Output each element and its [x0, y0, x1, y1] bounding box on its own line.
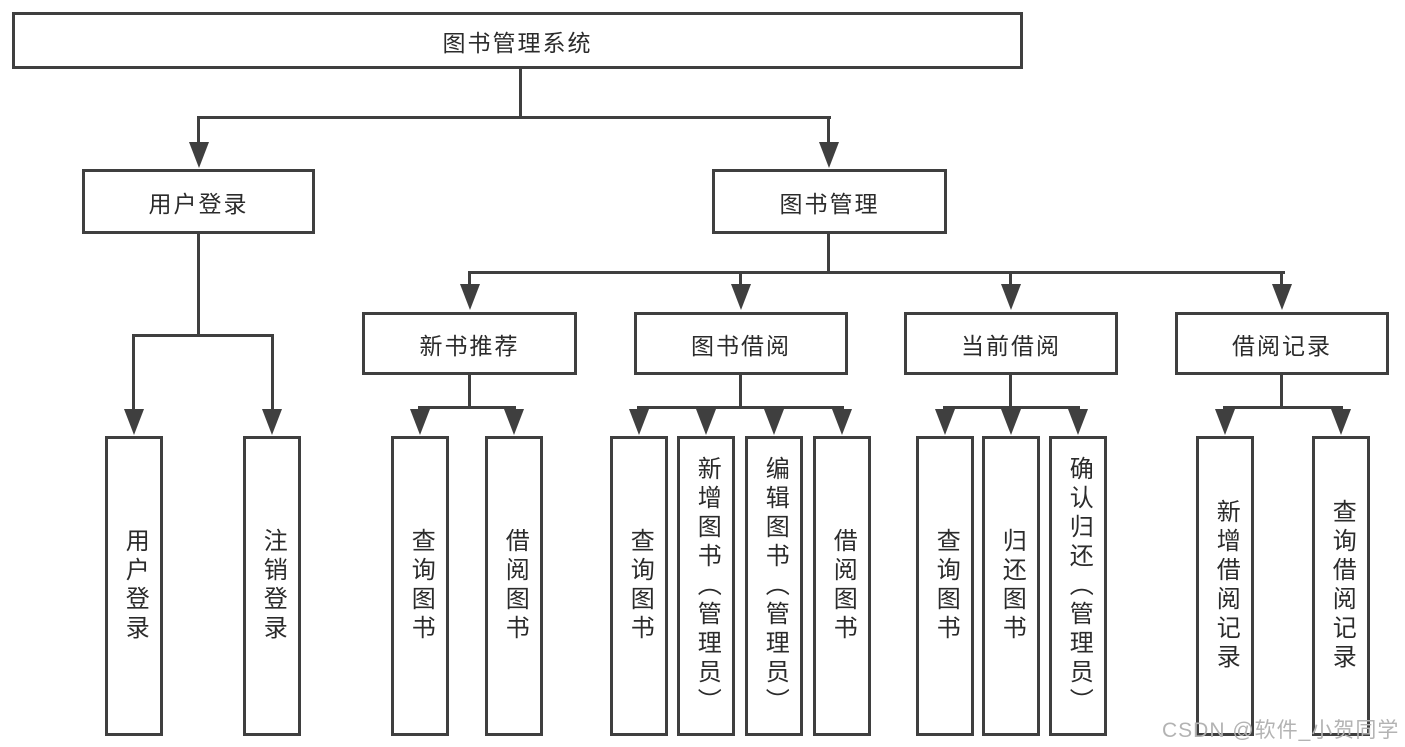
connector-drop-new-book: [468, 271, 471, 287]
leaf-label: 注销登录: [259, 528, 287, 644]
leaf-current-return-books: 归还图书: [982, 436, 1040, 736]
arrowhead-user-login: [189, 142, 209, 168]
leaf-recommend-borrow-books: 借阅图书: [485, 436, 543, 736]
arrowhead-current-borrow: [1001, 284, 1021, 310]
node-label: 图书管理系统: [442, 29, 593, 56]
leaf-current-confirm-return-admin: 确认归还（管理员）: [1049, 436, 1107, 736]
connector-current-rail: [943, 406, 1080, 409]
node-user-login: 用户登录: [82, 169, 315, 234]
arrowhead-book-management: [819, 142, 839, 168]
leaf-label: 归还图书: [998, 528, 1026, 644]
arrowhead-borrowing-borrow: [832, 409, 852, 435]
leaf-logout: 注销登录: [243, 436, 301, 736]
arrowhead-recommend-query: [410, 409, 430, 435]
node-label: 图书管理: [779, 190, 880, 217]
arrowhead-leaf-logout: [262, 409, 282, 435]
arrowhead-current-return: [1001, 409, 1021, 435]
leaf-label: 查询图书: [932, 528, 960, 644]
connector-drop-user-login: [197, 116, 200, 144]
leaf-borrowing-add-books-admin: 新增图书（管理员）: [677, 436, 735, 736]
arrowhead-new-book: [460, 284, 480, 310]
connector-current-stem: [1009, 375, 1012, 409]
leaf-borrowing-edit-books-admin: 编辑图书（管理员）: [745, 436, 803, 736]
node-borrow-records: 借阅记录: [1175, 312, 1389, 375]
node-label: 借阅记录: [1232, 332, 1332, 359]
connector-drop-leaf-logout: [271, 334, 274, 410]
connector-records-stem: [1280, 375, 1283, 409]
connector-user-login-rail: [132, 334, 274, 337]
node-book-borrowing: 图书借阅: [634, 312, 848, 375]
leaf-label: 查询图书: [626, 528, 654, 644]
connector-level3-rail: [468, 271, 1285, 274]
arrowhead-borrowing-edit: [764, 409, 784, 435]
arrowhead-records-query: [1331, 409, 1351, 435]
connector-drop-book-borrow: [739, 271, 742, 287]
connector-user-login-stem: [197, 234, 200, 337]
arrowhead-current-confirm: [1068, 409, 1088, 435]
arrowhead-borrow-records: [1272, 284, 1292, 310]
leaf-label: 借阅图书: [829, 528, 857, 644]
connector-borrowing-rail: [637, 406, 844, 409]
node-label: 当前借阅: [961, 332, 1061, 359]
leaf-label: 新增图书（管理员）: [693, 455, 721, 717]
arrowhead-leaf-user-login: [124, 409, 144, 435]
arrowhead-borrowing-query: [629, 409, 649, 435]
connector-drop-current-borrow: [1009, 271, 1012, 287]
leaf-current-query-books: 查询图书: [916, 436, 974, 736]
leaf-borrowing-query-books: 查询图书: [610, 436, 668, 736]
arrowhead-book-borrow: [731, 284, 751, 310]
leaf-user-login: 用户登录: [105, 436, 163, 736]
connector-book-management-stem: [827, 234, 830, 274]
connector-drop-leaf-user-login: [132, 334, 135, 410]
leaf-label: 新增借阅记录: [1212, 499, 1240, 673]
connector-level2-rail: [197, 116, 831, 119]
node-library-system: 图书管理系统: [12, 12, 1023, 69]
leaf-records-query-record: 查询借阅记录: [1312, 436, 1370, 736]
connector-recommend-stem: [468, 375, 471, 409]
leaf-records-add-record: 新增借阅记录: [1196, 436, 1254, 736]
arrowhead-borrowing-add: [696, 409, 716, 435]
arrowhead-recommend-borrow: [504, 409, 524, 435]
connector-drop-book-management: [827, 116, 830, 144]
node-current-borrowing: 当前借阅: [904, 312, 1118, 375]
leaf-label: 确认归还（管理员）: [1065, 455, 1093, 717]
arrowhead-records-add: [1215, 409, 1235, 435]
connector-records-rail: [1223, 406, 1343, 409]
watermark: CSDN @软件_小贺同学: [1162, 719, 1400, 742]
connector-recommend-rail: [418, 406, 516, 409]
leaf-label: 查询借阅记录: [1328, 499, 1356, 673]
node-label: 图书借阅: [691, 332, 791, 359]
node-book-management: 图书管理: [712, 169, 947, 234]
node-label: 新书推荐: [419, 332, 520, 359]
node-new-book-recommend: 新书推荐: [362, 312, 577, 375]
connector-drop-borrow-records: [1280, 271, 1283, 287]
leaf-recommend-query-books: 查询图书: [391, 436, 449, 736]
leaf-label: 查询图书: [407, 528, 435, 644]
connector-borrowing-stem: [739, 375, 742, 409]
node-label: 用户登录: [148, 190, 249, 217]
leaf-label: 用户登录: [121, 528, 149, 644]
leaf-label: 借阅图书: [501, 528, 529, 644]
leaf-label: 编辑图书（管理员）: [761, 455, 789, 717]
connector-root-stem: [519, 69, 522, 118]
leaf-borrowing-borrow-books: 借阅图书: [813, 436, 871, 736]
arrowhead-current-query: [935, 409, 955, 435]
